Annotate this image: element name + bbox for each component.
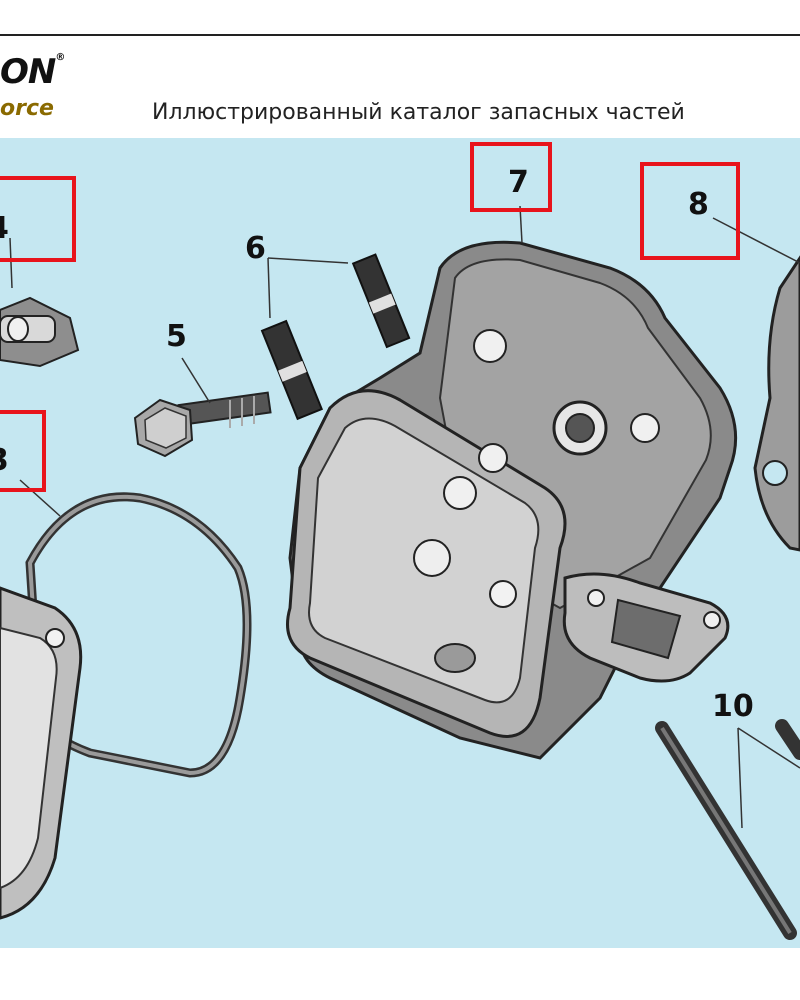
part-3-gasket (25, 492, 252, 778)
page-title: Иллюстрированный каталог запасных частей (152, 100, 685, 125)
part-5-bolt (133, 391, 272, 458)
part-6-studs (260, 253, 411, 421)
callout-label-5: 5 (166, 319, 187, 354)
callout-label-3: 3 (0, 443, 9, 478)
part-10-studs (655, 719, 800, 940)
part-4-fitting (0, 296, 80, 368)
brand-logo: ON® (0, 52, 65, 92)
callout-label-4: 4 (0, 211, 9, 246)
highlight-box-8 (640, 162, 740, 260)
callout-labels: 4 3 5 6 7 8 10 (0, 165, 754, 724)
part-7-cylinder-head (286, 240, 738, 760)
header-divider (0, 34, 800, 36)
brand-tagline: orce (0, 96, 54, 121)
highlight-box-3 (0, 410, 46, 492)
callout-label-8: 8 (688, 187, 709, 222)
highlight-boxes (0, 142, 740, 492)
part-8-gasket (753, 255, 800, 552)
highlight-box-7 (470, 142, 552, 212)
callout-label-7: 7 (508, 165, 529, 200)
valve-cover (0, 586, 83, 920)
exploded-parts-diagram: 4 3 5 6 7 8 10 (0, 138, 800, 948)
highlight-box-4 (0, 176, 76, 262)
callout-label-6: 6 (245, 231, 266, 266)
callout-label-10: 10 (712, 689, 754, 724)
leader-lines (9, 205, 800, 829)
